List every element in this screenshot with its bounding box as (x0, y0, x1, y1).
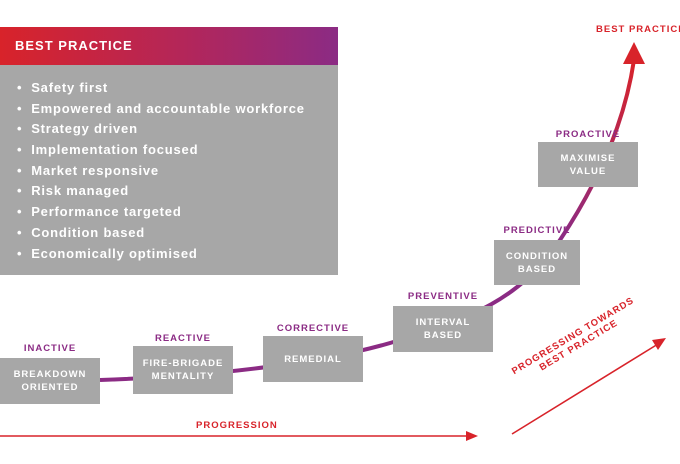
stage-box-interval-based: INTERVAL BASED (393, 306, 493, 352)
list-item: Safety first (17, 78, 305, 99)
stage-box-condition-based: CONDITION BASED (494, 240, 580, 285)
maturity-curve-arrowhead (623, 42, 645, 64)
best-practice-header: BEST PRACTICE (0, 27, 338, 65)
progression-arrowhead (466, 431, 478, 441)
stage-label-preventive: PREVENTIVE (407, 291, 479, 302)
stage-label-proactive: PROACTIVE (555, 129, 621, 140)
best-practice-title: BEST PRACTICE (15, 38, 133, 53)
stage-label-inactive: INACTIVE (23, 343, 77, 354)
stage-box-fire-brigade-mentality: FIRE-BRIGADE MENTALITY (133, 346, 233, 394)
curve-top-label: BEST PRACTICE (596, 24, 680, 35)
list-item: Economically optimised (17, 244, 305, 265)
stage-label-reactive: REACTIVE (154, 333, 212, 344)
stage-label-predictive: PREDICTIVE (503, 225, 571, 236)
best-practice-panel: BEST PRACTICE Safety first Empowered and… (0, 27, 338, 275)
diagonal-arrow-line (511, 343, 659, 435)
list-item: Empowered and accountable workforce (17, 99, 305, 120)
list-item: Risk managed (17, 181, 305, 202)
list-item: Strategy driven (17, 119, 305, 140)
diagonal-arrowhead (652, 338, 666, 350)
list-item: Market responsive (17, 161, 305, 182)
stage-box-remedial: REMEDIAL (263, 336, 363, 382)
best-practice-list: Safety first Empowered and accountable w… (17, 78, 305, 264)
progression-label: PROGRESSION (196, 420, 278, 431)
list-item: Implementation focused (17, 140, 305, 161)
list-item: Condition based (17, 223, 305, 244)
stage-box-breakdown-oriented: BREAKDOWN ORIENTED (0, 358, 100, 404)
list-item: Performance targeted (17, 202, 305, 223)
stage-label-corrective: CORRECTIVE (276, 323, 350, 334)
stage-box-maximise-value: MAXIMISE VALUE (538, 142, 638, 187)
